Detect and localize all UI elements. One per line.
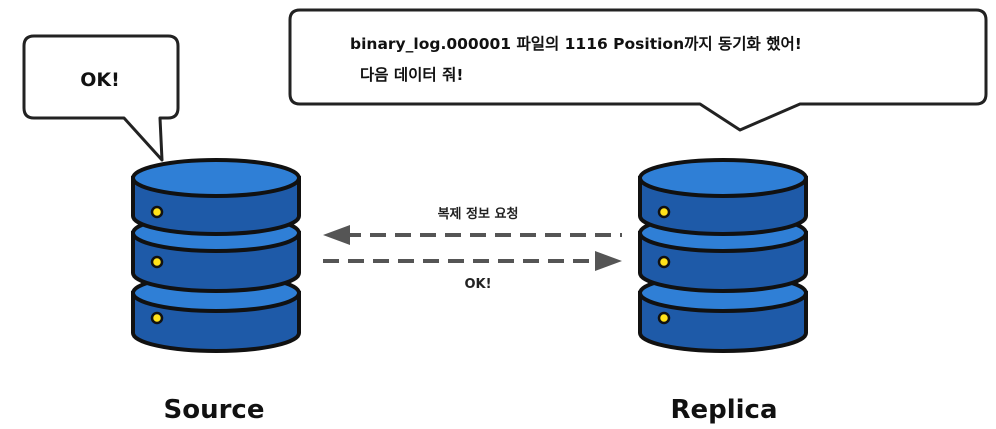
replica-disk-1-indicator [657, 205, 671, 219]
request-arrow-label: 복제 정보 요청 [438, 206, 519, 222]
replica-bubble-line-1: binary_log.000001 파일의 1116 Position까지 동기… [350, 34, 802, 53]
request-arrow [323, 225, 622, 245]
source-disk-1-indicator [150, 205, 164, 219]
replica-disk-3-indicator [657, 311, 671, 325]
source-disk-2-indicator [150, 255, 164, 269]
source-speech-bubble: OK! [22, 34, 180, 162]
replica-bubble-shape [288, 8, 988, 132]
source-bubble-text: OK! [80, 69, 120, 91]
replica-database [638, 158, 808, 353]
replica-bubble-line-2: 다음 데이터 줘! [360, 66, 463, 84]
source-database [131, 158, 301, 353]
replica-speech-bubble: binary_log.000001 파일의 1116 Position까지 동기… [288, 8, 988, 132]
response-arrowhead [595, 251, 622, 271]
replica-label: Replica [670, 395, 777, 425]
replica-disk-1 [638, 158, 808, 236]
replica-disk-2-indicator [657, 255, 671, 269]
response-arrow [323, 251, 622, 271]
request-arrowhead [323, 225, 350, 245]
source-disk-1 [131, 158, 301, 236]
source-label: Source [164, 395, 265, 425]
source-bubble-shape [22, 34, 180, 162]
response-arrow-label: OK! [464, 277, 491, 292]
source-disk-3-indicator [150, 311, 164, 325]
